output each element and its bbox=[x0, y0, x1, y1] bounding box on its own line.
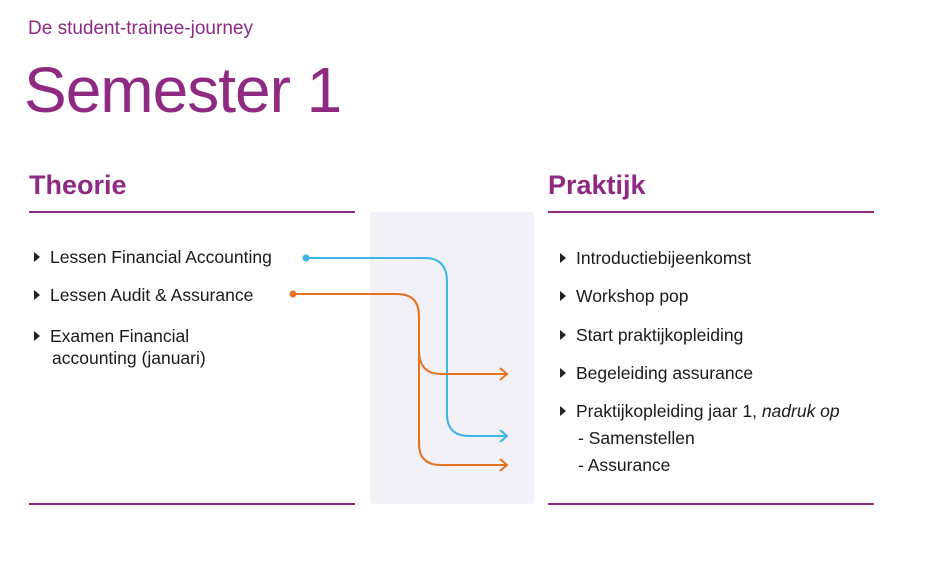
praktijk-subitem-samenstellen: - Samenstellen bbox=[578, 428, 695, 448]
praktijk-subitem-assurance: - Assurance bbox=[578, 455, 671, 475]
bullet-triangle-icon bbox=[560, 291, 566, 301]
bullet-triangle-icon bbox=[560, 368, 566, 378]
page-title: Semester 1 bbox=[24, 54, 342, 126]
blue-arrow-path bbox=[306, 257, 506, 437]
bullet-triangle-icon bbox=[34, 331, 40, 341]
blue-arrow-head-icon bbox=[499, 429, 509, 443]
bullet-triangle-icon bbox=[560, 253, 566, 263]
bullet-triangle-icon bbox=[34, 252, 40, 262]
orange-arrow-head-icon bbox=[499, 458, 509, 472]
theorie-bottom-rule bbox=[29, 503, 355, 505]
theorie-heading: Theorie bbox=[29, 170, 127, 200]
orange-arrow-branch-path bbox=[418, 349, 506, 375]
theorie-top-rule bbox=[29, 211, 355, 213]
praktijk-bottom-rule bbox=[548, 503, 874, 505]
orange-arrow-head-icon bbox=[499, 367, 509, 381]
orange-arrow-path bbox=[293, 293, 506, 466]
bullet-triangle-icon bbox=[34, 290, 40, 300]
bullet-triangle-icon bbox=[560, 406, 566, 416]
theorie-item-examen-line2: accounting (januari) bbox=[52, 348, 206, 368]
praktijk-heading: Praktijk bbox=[548, 170, 646, 200]
emphasis-text: nadruk op bbox=[761, 401, 840, 421]
praktijk-top-rule bbox=[548, 211, 874, 213]
page-kicker: De student-trainee-journey bbox=[28, 18, 253, 39]
bullet-triangle-icon bbox=[560, 330, 566, 340]
transition-panel bbox=[370, 212, 534, 504]
